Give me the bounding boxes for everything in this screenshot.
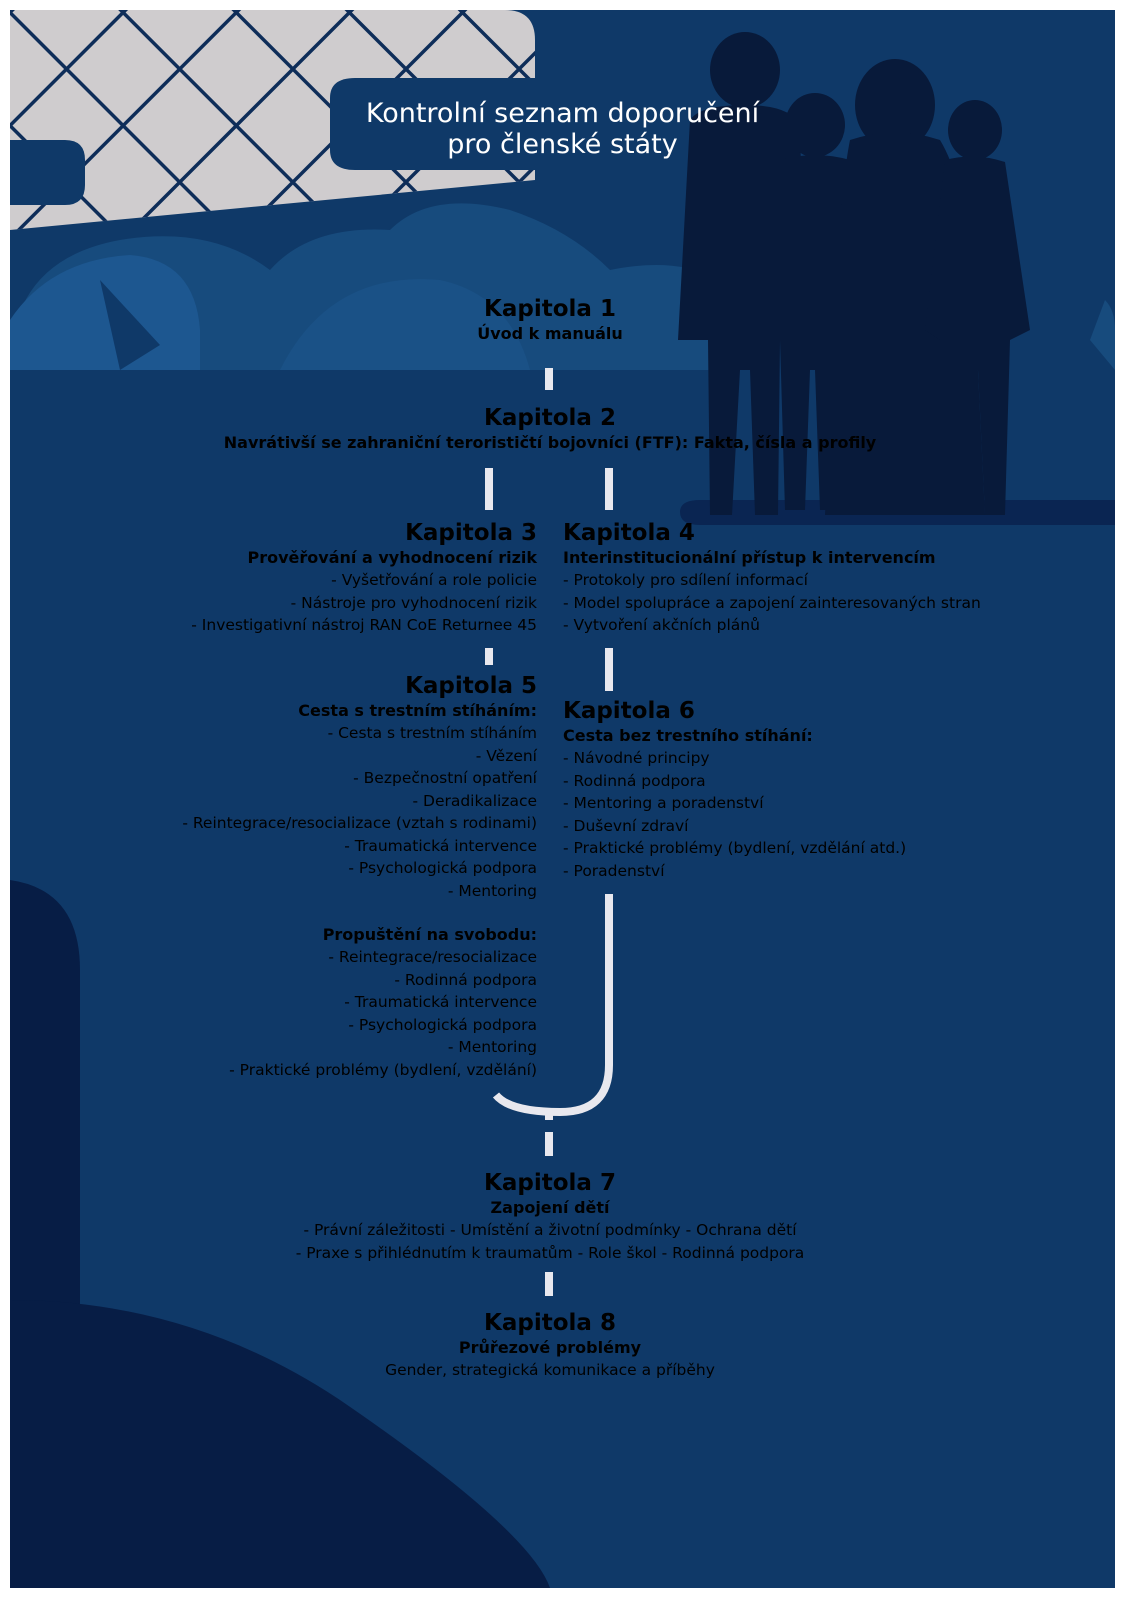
list-item: - Cesta s trestním stíháním xyxy=(327,724,537,742)
title-line2: pro členské státy xyxy=(447,129,678,160)
connector-4-6 xyxy=(605,648,613,691)
list-item: - Mentoring xyxy=(447,1038,537,1056)
list-item: - Protokoly pro sdílení informací xyxy=(563,571,808,589)
list-item: - Praxe s přihlédnutím k traumatům - Rol… xyxy=(295,1243,805,1262)
connector-2-3 xyxy=(485,468,493,510)
chapter-title: Kapitola 7 xyxy=(484,1170,616,1196)
list-item: - Mentoring a poradenství xyxy=(563,794,764,812)
chapter-title: Kapitola 1 xyxy=(484,296,616,322)
page-title: Kontrolní seznam doporučení pro členské … xyxy=(10,98,1115,160)
chapter-subtitle: Interinstitucionální přístup k intervenc… xyxy=(563,548,936,567)
title-line1: Kontrolní seznam doporučení xyxy=(365,98,760,129)
list-item: - Vězení xyxy=(475,746,537,765)
list-item: - Nástroje pro vyhodnocení rizik xyxy=(290,593,537,612)
chapter-title: Kapitola 5 xyxy=(405,673,537,699)
list-item: - Reintegrace/resocializace xyxy=(328,948,537,966)
chapter-3: Kapitola 3 Prověřování a vyhodnocení riz… xyxy=(191,520,537,637)
chapter-subtitle: Navrátivší se zahraniční terorističtí bo… xyxy=(223,433,877,452)
list-item: - Poradenství xyxy=(563,861,665,880)
list-item: - Deradikalizace xyxy=(412,791,537,810)
connector-7-8 xyxy=(545,1272,553,1296)
chapter-title: Kapitola 4 xyxy=(563,520,695,546)
list-item: Gender, strategická komunikace a příběhy xyxy=(385,1361,715,1379)
chapter-4: Kapitola 4 Interinstitucionální přístup … xyxy=(563,520,981,637)
chapter-2: Kapitola 2 Navrátivší se zahraniční tero… xyxy=(10,405,1090,454)
list-item: - Návodné principy xyxy=(563,749,710,767)
chapter-subtitle: Cesta s trestním stíháním: xyxy=(298,701,537,720)
list-item: - Mentoring xyxy=(447,881,537,900)
people-silhouettes xyxy=(678,32,1030,515)
chapter-title: Kapitola 2 xyxy=(484,405,616,431)
list-item: - Investigativní nástroj RAN CoE Returne… xyxy=(191,616,537,634)
list-item: - Vytvoření akčních plánů xyxy=(563,616,760,634)
chapter-8: Kapitola 8 Průřezové problémy Gender, st… xyxy=(10,1310,1090,1382)
list-item: - Traumatická intervence xyxy=(344,993,537,1011)
chapter-title: Kapitola 8 xyxy=(484,1310,616,1336)
list-item: - Bezpečnostní opatření xyxy=(353,769,537,787)
connector-3-5 xyxy=(485,648,493,665)
poster: Kontrolní seznam doporučení pro členské … xyxy=(10,10,1115,1588)
connector-merge-down xyxy=(545,1110,553,1120)
list-item: - Právní záležitosti - Umístění a životn… xyxy=(303,1221,797,1239)
list-item: - Praktické problémy (bydlení, vzdělání … xyxy=(563,839,907,857)
chapter-subtitle: Prověřování a vyhodnocení rizik xyxy=(247,548,537,567)
list-item: - Rodinná podpora xyxy=(563,771,706,790)
list-item: - Rodinná podpora xyxy=(394,970,537,989)
connector-to-7 xyxy=(545,1132,553,1156)
chapter-subtitle: Zapojení dětí xyxy=(490,1198,610,1217)
list-item: - Reintegrace/resocializace (vztah s rod… xyxy=(182,814,537,832)
list-item: - Duševní zdraví xyxy=(563,816,689,835)
chapter-5: Kapitola 5 Cesta s trestním stíháním: - … xyxy=(182,673,537,1081)
chapter-7: Kapitola 7 Zapojení dětí - Právní záleži… xyxy=(10,1170,1090,1264)
list-item: - Traumatická intervence xyxy=(344,836,537,855)
chapter-6: Kapitola 6 Cesta bez trestního stíhání: … xyxy=(563,698,906,882)
background-art xyxy=(10,10,1115,1588)
connector-2-4 xyxy=(605,468,613,510)
chapter-title: Kapitola 6 xyxy=(563,698,695,724)
list-item: - Psychologická podpora xyxy=(348,859,537,877)
chapter-title: Kapitola 3 xyxy=(405,520,537,546)
list-item: - Model spolupráce a zapojení zaintereso… xyxy=(563,593,981,612)
chapter-subtitle: Úvod k manuálu xyxy=(477,324,623,343)
list-item: - Vyšetřování a role policie xyxy=(331,571,537,589)
chapter-subtitle: Cesta bez trestního stíhání: xyxy=(563,726,813,745)
fence-graphic xyxy=(10,10,535,230)
chapter-1: Kapitola 1 Úvod k manuálu xyxy=(10,296,1090,345)
chapter-subtitle-release: Propuštění na svobodu: xyxy=(322,925,537,944)
list-item: - Praktické problémy (bydlení, vzdělání) xyxy=(229,1060,537,1079)
connector-1-2 xyxy=(545,368,553,390)
list-item: - Psychologická podpora xyxy=(348,1015,537,1034)
connector-merge xyxy=(492,894,613,1117)
chapter-subtitle: Průřezové problémy xyxy=(458,1338,642,1357)
